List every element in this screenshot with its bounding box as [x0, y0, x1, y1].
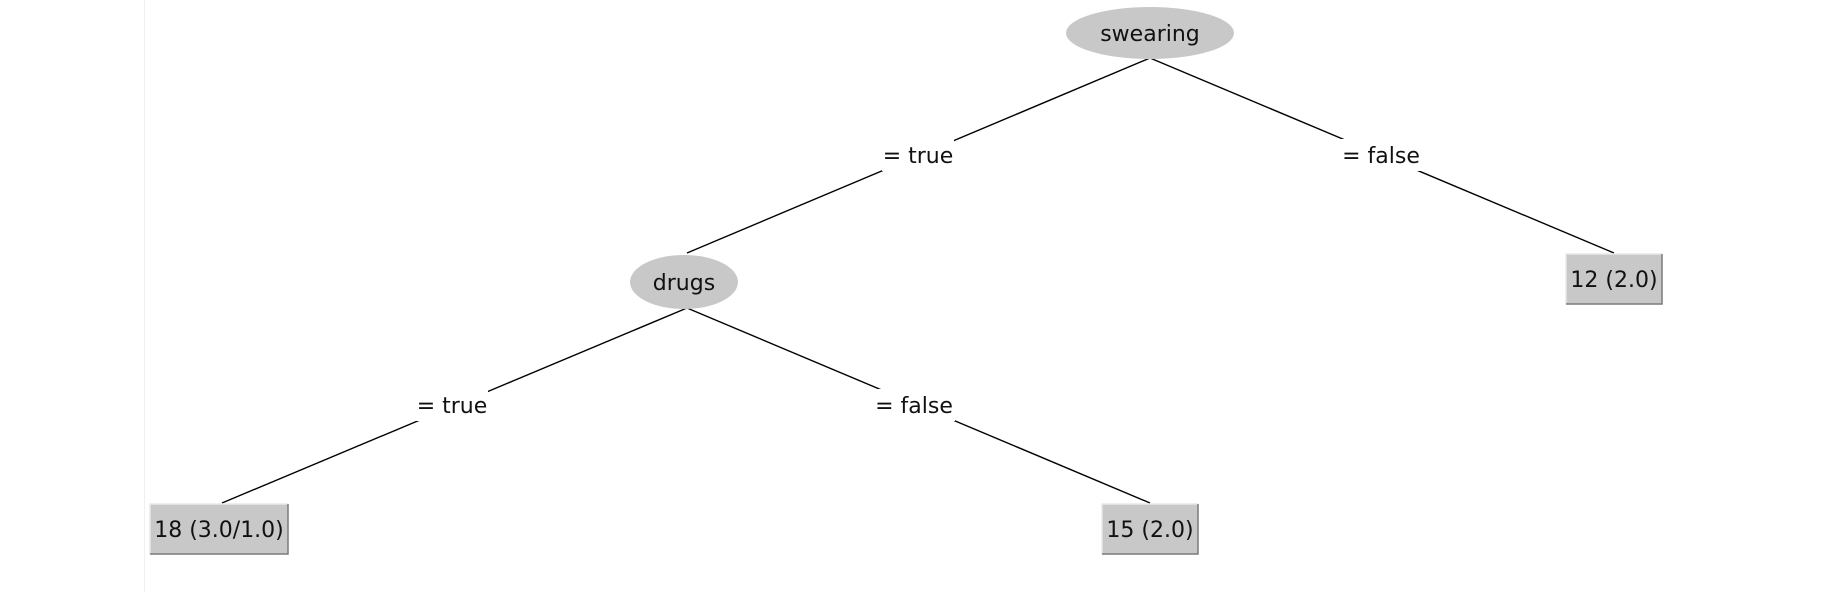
leaf-label: 15 (2.0) — [1106, 518, 1193, 543]
edge-label: = false — [875, 394, 953, 419]
edge-drugs-false: = false — [686, 307, 1151, 504]
node-drugs[interactable]: drugs — [630, 255, 738, 309]
leaf-12[interactable]: 12 (2.0) — [1565, 253, 1663, 305]
leaf-label: 12 (2.0) — [1570, 268, 1657, 293]
edge-drugs-true: = true — [221, 307, 688, 504]
edge-swearing-false: = false — [1149, 57, 1615, 254]
edge-label: = false — [1342, 144, 1420, 169]
node-label: swearing — [1100, 22, 1200, 47]
leaf-label: 18 (3.0/1.0) — [154, 518, 284, 543]
edge-label: = true — [883, 144, 954, 169]
edge-swearing-true: = true — [686, 57, 1151, 254]
panel-edge — [144, 0, 145, 592]
leaf-15[interactable]: 15 (2.0) — [1101, 503, 1199, 555]
edge-label: = true — [417, 394, 488, 419]
leaf-18[interactable]: 18 (3.0/1.0) — [149, 503, 289, 555]
node-label: drugs — [653, 271, 715, 296]
node-swearing[interactable]: swearing — [1066, 7, 1234, 59]
